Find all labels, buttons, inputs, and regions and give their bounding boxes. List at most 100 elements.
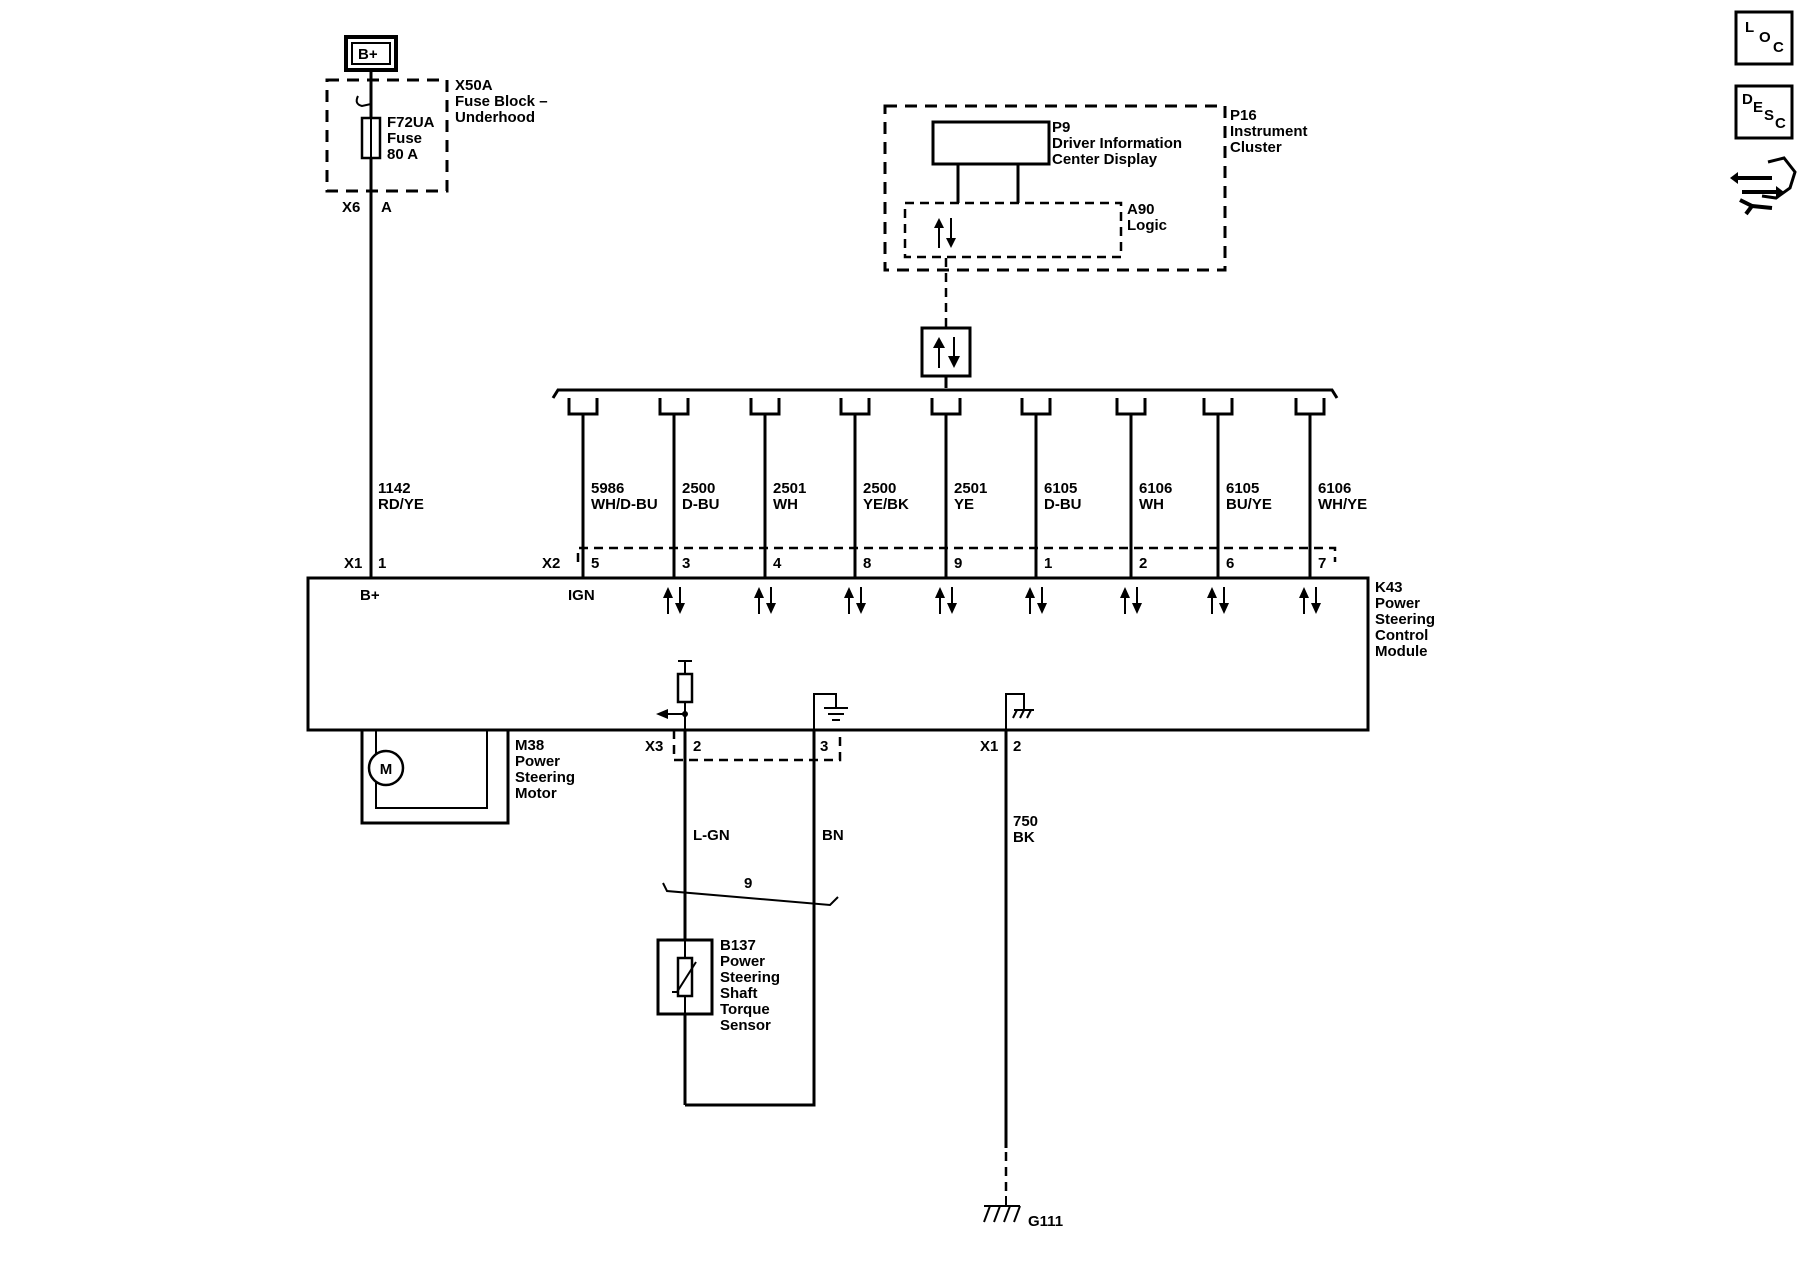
x3-pin-b: 3 [820,738,828,755]
x2-connector-label: X2 [542,555,560,572]
connector-repair-icon[interactable] [1730,156,1797,216]
x2-wire-color: WH/D-BU [591,496,658,513]
serial-data-arrows-icon [663,587,685,614]
x2-wire-circuit: 2500 [863,480,896,497]
bus-splice [749,398,781,416]
b-plus-feed-wire: 1142 RD/YE X1 1 [344,190,424,578]
module-name-1: Power [1375,595,1420,612]
sensor-name-5: Sensor [720,1017,771,1034]
x2-pin-number: 1 [1044,555,1052,572]
x2-wire-color: YE [954,496,974,513]
x2-wire-circuit: 2501 [954,480,987,497]
b-plus-circuit: 1142 [378,480,411,497]
motor-ref: M38 [515,737,544,754]
x2-wire-color: WH [773,496,798,513]
x2-wire-circuit: 6106 [1318,480,1351,497]
x2-pin-number: 7 [1318,555,1326,572]
signal-ground-icon [813,693,848,730]
motor-name-1: Power [515,753,560,770]
torque-sensor-b137: B137 Power Steering Shaft Torque Sensor [656,937,780,1034]
desc-letter-d: D [1742,91,1753,108]
x2-pin-number: 2 [1139,555,1147,572]
location-view-button[interactable]: L O C [1734,10,1794,66]
twisted-pair-icon [662,882,839,907]
bus-splice [1202,398,1234,416]
bus-splice [1294,398,1326,416]
cluster-name-1: Instrument [1230,123,1308,140]
x2-wire-color: BU/YE [1226,496,1272,513]
module-name-2: Steering [1375,611,1435,628]
display-ref: P9 [1052,119,1070,136]
x2-wire-group: 5986WH/D-BU52500D-BU32501WH42500YE/BK825… [567,398,1367,614]
logic-data-arrows-icon [934,218,956,248]
serial-data-arrows-icon [1025,587,1047,614]
ground-ref: G111 [1028,1213,1063,1230]
cluster-name-2: Cluster [1230,139,1282,156]
chassis-ground-icon [1005,693,1034,730]
x2-pin-number: 5 [591,555,599,572]
loc-letter-c: C [1773,39,1784,56]
x2-wire-circuit: 2501 [773,480,806,497]
x2-pin-number: 9 [954,555,962,572]
serial-data-icon [920,326,972,378]
b-plus-color: RD/YE [378,496,424,513]
x2-pin-number: 3 [682,555,690,572]
torque-sensor-wiring: L-GN BN 9 [662,730,844,1107]
x3-connector: X3 2 3 [645,730,842,762]
fuse-block-x50a: X50A Fuse Block – Underhood F72UA Fuse 8… [325,70,548,216]
x2-connector: X2 [542,546,1337,572]
b-plus-pin: 1 [378,555,386,572]
desc-letter-c: C [1775,115,1786,132]
fuse-rating: 80 A [387,146,418,163]
sensor-name-4: Torque [720,1001,770,1018]
fuse-block-name-1: Fuse Block – [455,93,548,110]
x2-wire-circuit: 6105 [1226,480,1259,497]
motor-name-2: Steering [515,769,575,786]
fuse-pin: A [381,199,392,216]
battery-power-source: B+ [344,35,398,72]
variable-resistor-icon [672,956,697,998]
motor-icon [367,749,405,787]
serial-data-link [920,258,972,388]
instrument-cluster-p16: P9 Driver Information Center Display A90… [883,104,1308,272]
bus-splice [567,398,599,416]
fuse-block-name-2: Underhood [455,109,535,126]
power-steering-motor: M M38 Power Steering Motor [360,728,575,825]
x2-pin-number: 4 [773,555,782,572]
data-bus-bar [551,388,1339,399]
display-name-1: Driver Information [1052,135,1182,152]
logic-ref: A90 [1127,201,1155,218]
x3-pin-a: 2 [693,738,701,755]
motor-symbol: M [380,761,393,778]
bus-splice [839,398,871,416]
sensor-ref: B137 [720,937,756,954]
power-label: B+ [358,46,378,63]
ground-icon [983,1196,1021,1223]
fuse-word: Fuse [387,130,422,147]
module-b-plus-label: B+ [360,587,380,604]
bus-splice [930,398,962,416]
desc-letter-s: S [1764,107,1774,124]
serial-data-arrows-icon [754,587,776,614]
fuse-ref: F72UA [387,114,435,131]
serial-data-arrows-icon [844,587,866,614]
description-view-button[interactable]: D E S C [1734,84,1794,140]
ground-connector: X1 [980,738,998,755]
x2-pin-number: 6 [1226,555,1234,572]
x2-wire-circuit: 5986 [591,480,624,497]
loc-letter-o: O [1759,29,1771,46]
ground-wire-color: BK [1013,829,1035,846]
x2-wire-color: WH/YE [1318,496,1367,513]
bus-splice [658,398,690,416]
cluster-ref: P16 [1230,107,1257,124]
motor-name-3: Motor [515,785,557,802]
b-plus-connector: X1 [344,555,362,572]
wire-b-color: BN [822,827,844,844]
